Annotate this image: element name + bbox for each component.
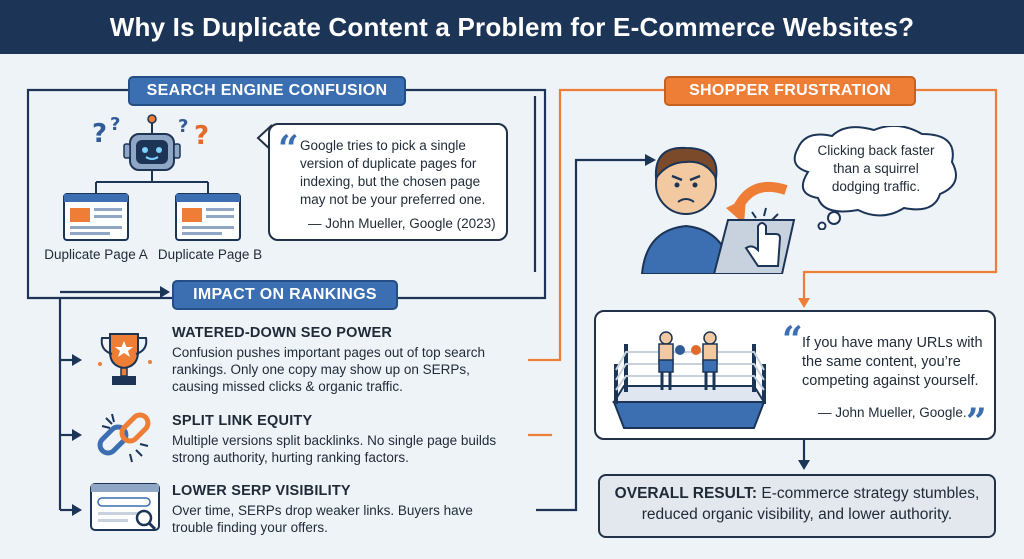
trophy-icon <box>98 333 152 385</box>
svg-text:?: ? <box>92 119 107 149</box>
overall-result-label: OVERALL RESULT: <box>614 485 758 502</box>
frustrated-shopper-illustration <box>640 146 796 274</box>
svg-text:?: ? <box>110 114 120 135</box>
svg-text:?: ? <box>194 121 209 151</box>
mueller-quote-box: “ Google tries to pick a single version … <box>268 123 508 241</box>
serp-visibility-title: LOWER SERP VISIBILITY <box>172 483 351 499</box>
competing-quote-box: “ If you have many URLs with the same co… <box>594 310 996 440</box>
seo-power-body: Confusion pushes important pages out of … <box>172 345 485 394</box>
competing-quote-attribution: — John Mueller, Google. <box>818 405 967 420</box>
split-link-title: SPLIT LINK EQUITY <box>172 413 313 429</box>
mueller-quote-text: Google tries to pick a single version of… <box>300 138 486 207</box>
seo-power-title: WATERED-DOWN SEO POWER <box>172 325 393 341</box>
quote-mark-icon: “ <box>278 128 299 170</box>
impact-on-rankings-heading: IMPACT ON RANKINGS <box>172 280 398 310</box>
quote-open-icon: “ <box>782 319 803 361</box>
page-title: Why Is Duplicate Content a Problem for E… <box>0 0 1024 54</box>
serp-visibility-body: Over time, SERPs drop weaker links. Buye… <box>172 503 473 535</box>
quote-close-icon: ” <box>966 401 987 443</box>
page-a-label: Duplicate Page A <box>44 247 148 262</box>
overall-result-box: OVERALL RESULT: E-commerce strategy stum… <box>598 474 996 538</box>
search-bar-icon <box>90 483 160 531</box>
shopper-frustration-heading: SHOPPER FRUSTRATION <box>664 76 916 106</box>
competing-quote-text: If you have many URLs with the same cont… <box>802 335 983 389</box>
split-link-body: Multiple versions split backlinks. No si… <box>172 433 497 465</box>
robot-diagram-icon: ? ? ? ? <box>63 114 241 241</box>
thought-cloud <box>793 126 957 230</box>
page-b-label: Duplicate Page B <box>157 247 263 262</box>
mueller-quote-attribution: — John Mueller, Google (2023) <box>308 216 496 231</box>
boxing-ring-icon <box>612 331 766 429</box>
overall-result-text: E-commerce strategy stumbles, reduced or… <box>641 485 980 523</box>
broken-link-icon <box>97 412 151 463</box>
search-engine-confusion-heading: SEARCH ENGINE CONFUSION <box>128 76 406 106</box>
thought-text: Clicking back faster than a squirrel dod… <box>817 143 935 194</box>
svg-text:?: ? <box>178 116 188 137</box>
